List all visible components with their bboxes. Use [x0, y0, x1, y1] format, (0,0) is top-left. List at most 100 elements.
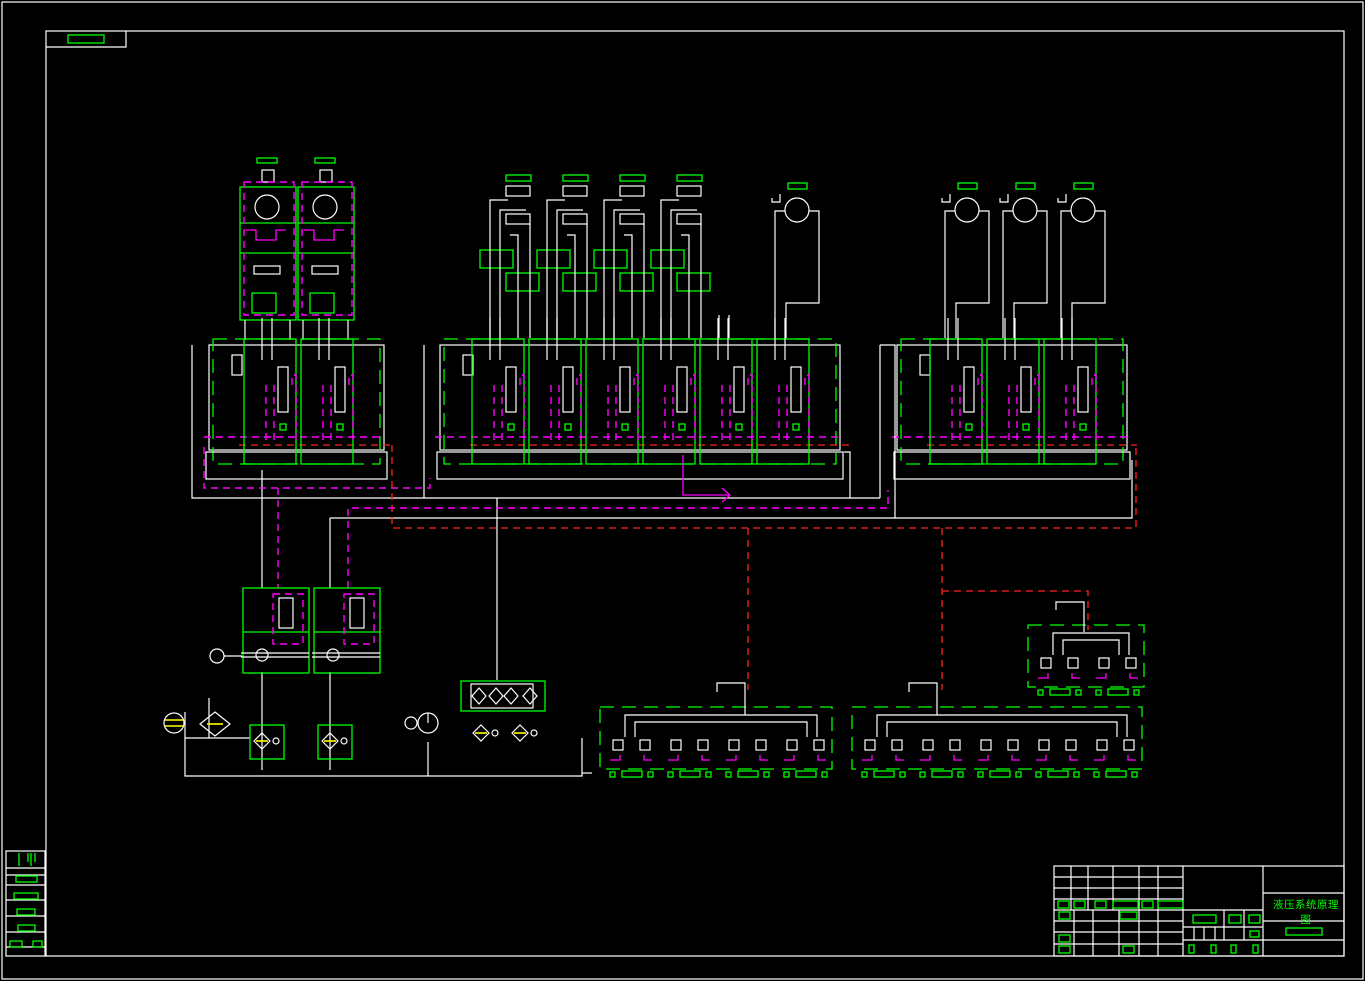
pilot-stub	[1096, 673, 1138, 679]
tank-symbol	[1055, 601, 1085, 632]
filter-boundary	[317, 724, 353, 760]
motor-lines	[1002, 210, 1048, 338]
port-marker	[965, 423, 973, 431]
label-box	[619, 174, 646, 182]
port-a	[1035, 771, 1042, 778]
drawing-title: 液压系统原理图	[1273, 899, 1339, 926]
port-a	[1093, 771, 1100, 778]
port-a	[919, 771, 926, 778]
brake-valve-pair	[861, 739, 906, 778]
pilot-boundary	[343, 593, 375, 645]
hydraulic-motor	[1057, 182, 1106, 338]
relief-valve	[231, 354, 243, 376]
pump-icon	[255, 648, 269, 662]
valve-left	[980, 739, 992, 751]
valve-section	[756, 318, 810, 465]
pilot-lines	[1008, 374, 1040, 445]
label-box	[676, 174, 703, 182]
manifold-block	[435, 318, 850, 480]
motor-symbol-head	[319, 169, 333, 183]
manifold-base	[436, 451, 844, 480]
title-block	[1053, 865, 1345, 957]
valve-left	[1098, 657, 1110, 669]
brake-valve-pair	[783, 739, 828, 778]
valve-block-b	[619, 272, 654, 292]
valve-right	[1123, 739, 1135, 751]
brake-valve-pair	[667, 739, 712, 778]
cylinder-lower	[562, 213, 588, 225]
valve-left	[864, 739, 876, 751]
valve-right	[949, 739, 961, 751]
pump-station	[312, 587, 381, 674]
label-box	[505, 174, 532, 182]
directional-valve	[963, 366, 975, 413]
port-marker	[279, 423, 287, 431]
port-marker	[678, 423, 686, 431]
drain-symbol	[941, 194, 951, 203]
valve-right	[1065, 739, 1077, 751]
label-box	[562, 174, 589, 182]
bank-manifold-a	[876, 714, 1128, 737]
left-revision-strip	[5, 850, 46, 957]
drain-symbol	[999, 194, 1009, 203]
bank-boundary	[1027, 624, 1145, 688]
label-box	[314, 157, 336, 164]
motor-unit	[239, 157, 297, 340]
motor-icon	[784, 197, 810, 223]
valve-block-a	[593, 249, 628, 269]
label-box	[679, 770, 701, 778]
valve-right	[891, 739, 903, 751]
pilot-stub	[1094, 755, 1136, 761]
valve-left	[670, 739, 682, 751]
label-box	[1105, 770, 1127, 778]
pilot-lines	[322, 374, 354, 445]
directional-valve	[790, 366, 802, 413]
check-valve-icon	[530, 729, 538, 737]
pilot-stub	[1038, 673, 1080, 679]
valve-left	[1038, 739, 1050, 751]
directional-valve	[334, 366, 346, 413]
cylinder-lower	[505, 213, 531, 225]
cylinder-lower	[676, 213, 702, 225]
relief-valve	[462, 354, 474, 376]
hydraulic-motor	[941, 182, 990, 338]
pilot-lines	[951, 374, 983, 445]
pilot-lines	[493, 374, 525, 445]
pilot-stub	[726, 755, 768, 761]
directional-valve	[676, 366, 688, 413]
pilot-lines	[265, 374, 297, 445]
port-a	[861, 771, 868, 778]
manifold-block	[204, 318, 394, 480]
brake-valve-bank	[851, 706, 1143, 778]
pilot-stub	[610, 755, 652, 761]
compensator-valve	[278, 597, 294, 629]
cylinder-lines	[603, 199, 645, 338]
valve-block-b	[676, 272, 711, 292]
motor-unit	[297, 157, 355, 340]
valve-section	[528, 318, 582, 465]
brake-valve-bank	[1027, 624, 1145, 696]
label-box	[957, 182, 978, 190]
port-b	[899, 771, 906, 778]
valve-section	[642, 318, 696, 465]
cylinder-upper	[676, 185, 702, 197]
station-boundary	[242, 587, 310, 674]
valve-symbol	[253, 265, 281, 275]
port-a	[609, 771, 616, 778]
directional-valve	[1077, 366, 1089, 413]
check-valve-icon	[491, 729, 499, 737]
port-marker	[564, 423, 572, 431]
filter-icon	[472, 724, 490, 742]
valve-symbol	[311, 265, 339, 275]
label-box	[256, 157, 278, 164]
brake-valve-pair	[919, 739, 964, 778]
port-a	[977, 771, 984, 778]
label-box	[989, 770, 1011, 778]
motor-icon	[254, 194, 280, 220]
station-boundary	[313, 587, 381, 674]
brake-valve-bank	[599, 706, 833, 778]
return-filters	[249, 724, 538, 760]
directional-valve	[562, 366, 574, 413]
